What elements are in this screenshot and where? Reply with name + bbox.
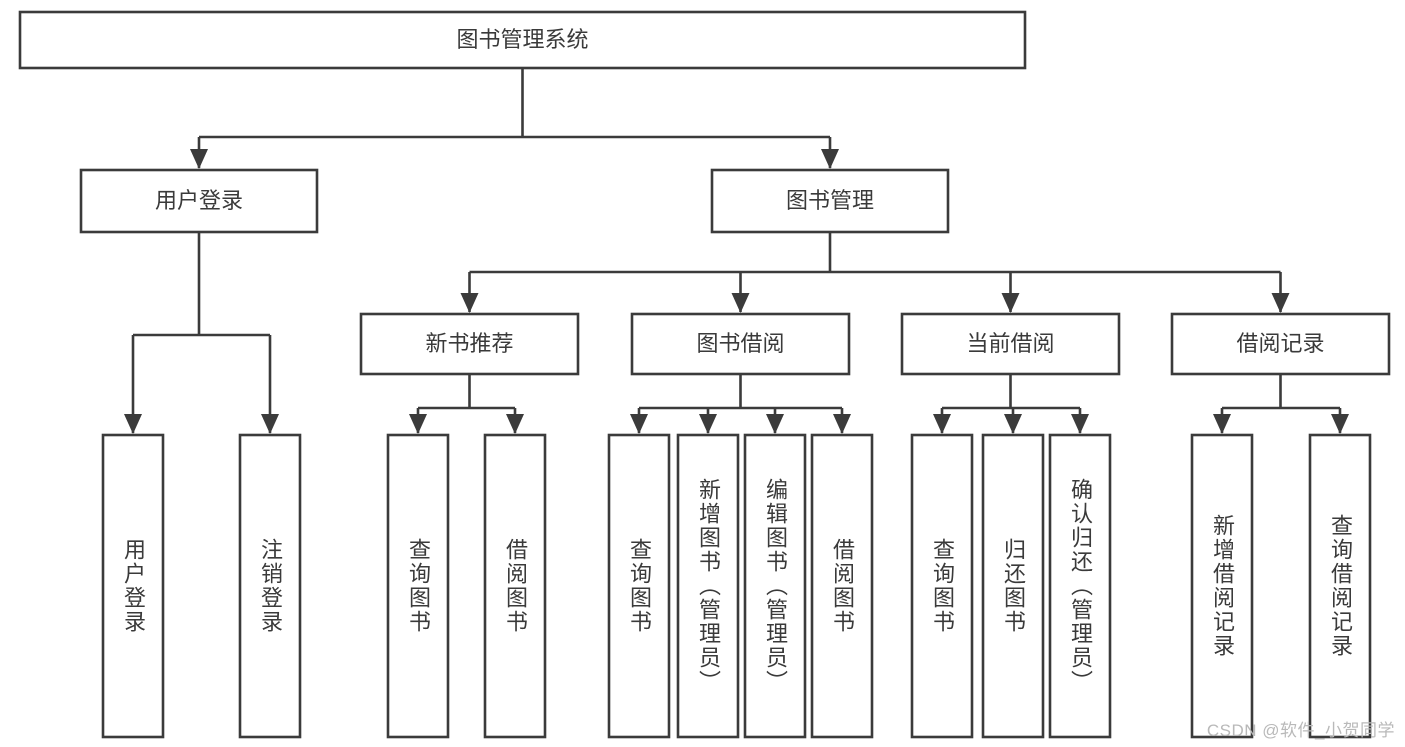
arrow-head-icon-leaf-confirm-return (1071, 414, 1089, 434)
node-label-current-borrow: 当前借阅 (966, 331, 1054, 356)
node-box-leaf-query-book-3[interactable] (910, 433, 974, 739)
node-box-leaf-user-login[interactable] (101, 433, 165, 739)
watermark-text: CSDN @软件_小贺同学 (1206, 721, 1395, 740)
arrow-head-icon-new-book-recommend (460, 293, 479, 313)
arrow-head-icon-leaf-user-login (124, 414, 142, 434)
arrow-head-icon-current-borrow (1001, 293, 1020, 313)
node-box-user-login[interactable] (79, 168, 319, 234)
node-box-leaf-confirm-return[interactable] (1048, 433, 1112, 739)
node-label-new-book-recommend: 新书推荐 (425, 331, 513, 356)
node-box-leaf-query-book-1[interactable] (386, 433, 450, 739)
node-box-book-manage[interactable] (710, 168, 950, 234)
arrow-head-icon-leaf-query-book-3 (933, 414, 951, 434)
connector-edges-layer (124, 68, 1349, 434)
arrow-head-icon-leaf-edit-book (766, 414, 784, 434)
node-box-root[interactable] (18, 10, 1027, 70)
arrow-head-icon-leaf-add-record (1213, 414, 1231, 434)
arrow-head-icon-user-login (190, 149, 208, 169)
arrow-head-icon-leaf-borrow-book-2 (833, 414, 851, 434)
arrow-head-icon-leaf-user-logout (261, 414, 279, 434)
arrow-head-icon-leaf-add-book (699, 414, 717, 434)
node-box-leaf-user-logout[interactable] (238, 433, 302, 739)
node-box-leaf-query-book-2[interactable] (607, 433, 671, 739)
arrow-head-icon-borrow-record (1271, 293, 1290, 313)
node-box-leaf-add-book[interactable] (676, 433, 740, 739)
arrow-head-icon-book-manage (821, 149, 839, 169)
arrow-head-icon-leaf-query-book-2 (630, 414, 648, 434)
node-box-leaf-return-book[interactable] (981, 433, 1045, 739)
node-boxes-layer (18, 10, 1391, 739)
node-box-borrow-record[interactable] (1170, 312, 1391, 376)
node-box-leaf-add-record[interactable] (1190, 433, 1254, 739)
arrow-head-icon-book-borrow (731, 293, 750, 313)
node-box-leaf-borrow-book-1[interactable] (483, 433, 547, 739)
node-label-borrow-record: 借阅记录 (1236, 331, 1324, 356)
node-box-leaf-edit-book[interactable] (743, 433, 807, 739)
node-label-book-manage: 图书管理 (786, 188, 874, 213)
node-box-leaf-borrow-book-2[interactable] (810, 433, 874, 739)
node-box-leaf-query-record[interactable] (1308, 433, 1372, 739)
arrow-head-icon-leaf-borrow-book-1 (506, 414, 524, 434)
node-box-current-borrow[interactable] (900, 312, 1121, 376)
arrow-head-icon-leaf-return-book (1004, 414, 1022, 434)
node-box-new-book-recommend[interactable] (359, 312, 580, 376)
node-label-root: 图书管理系统 (456, 27, 588, 52)
node-box-book-borrow[interactable] (630, 312, 851, 376)
arrow-head-icon-leaf-query-record (1331, 414, 1349, 434)
node-label-user-login: 用户登录 (155, 188, 243, 213)
node-label-book-borrow: 图书借阅 (696, 331, 784, 356)
arrow-head-icon-leaf-query-book-1 (409, 414, 427, 434)
